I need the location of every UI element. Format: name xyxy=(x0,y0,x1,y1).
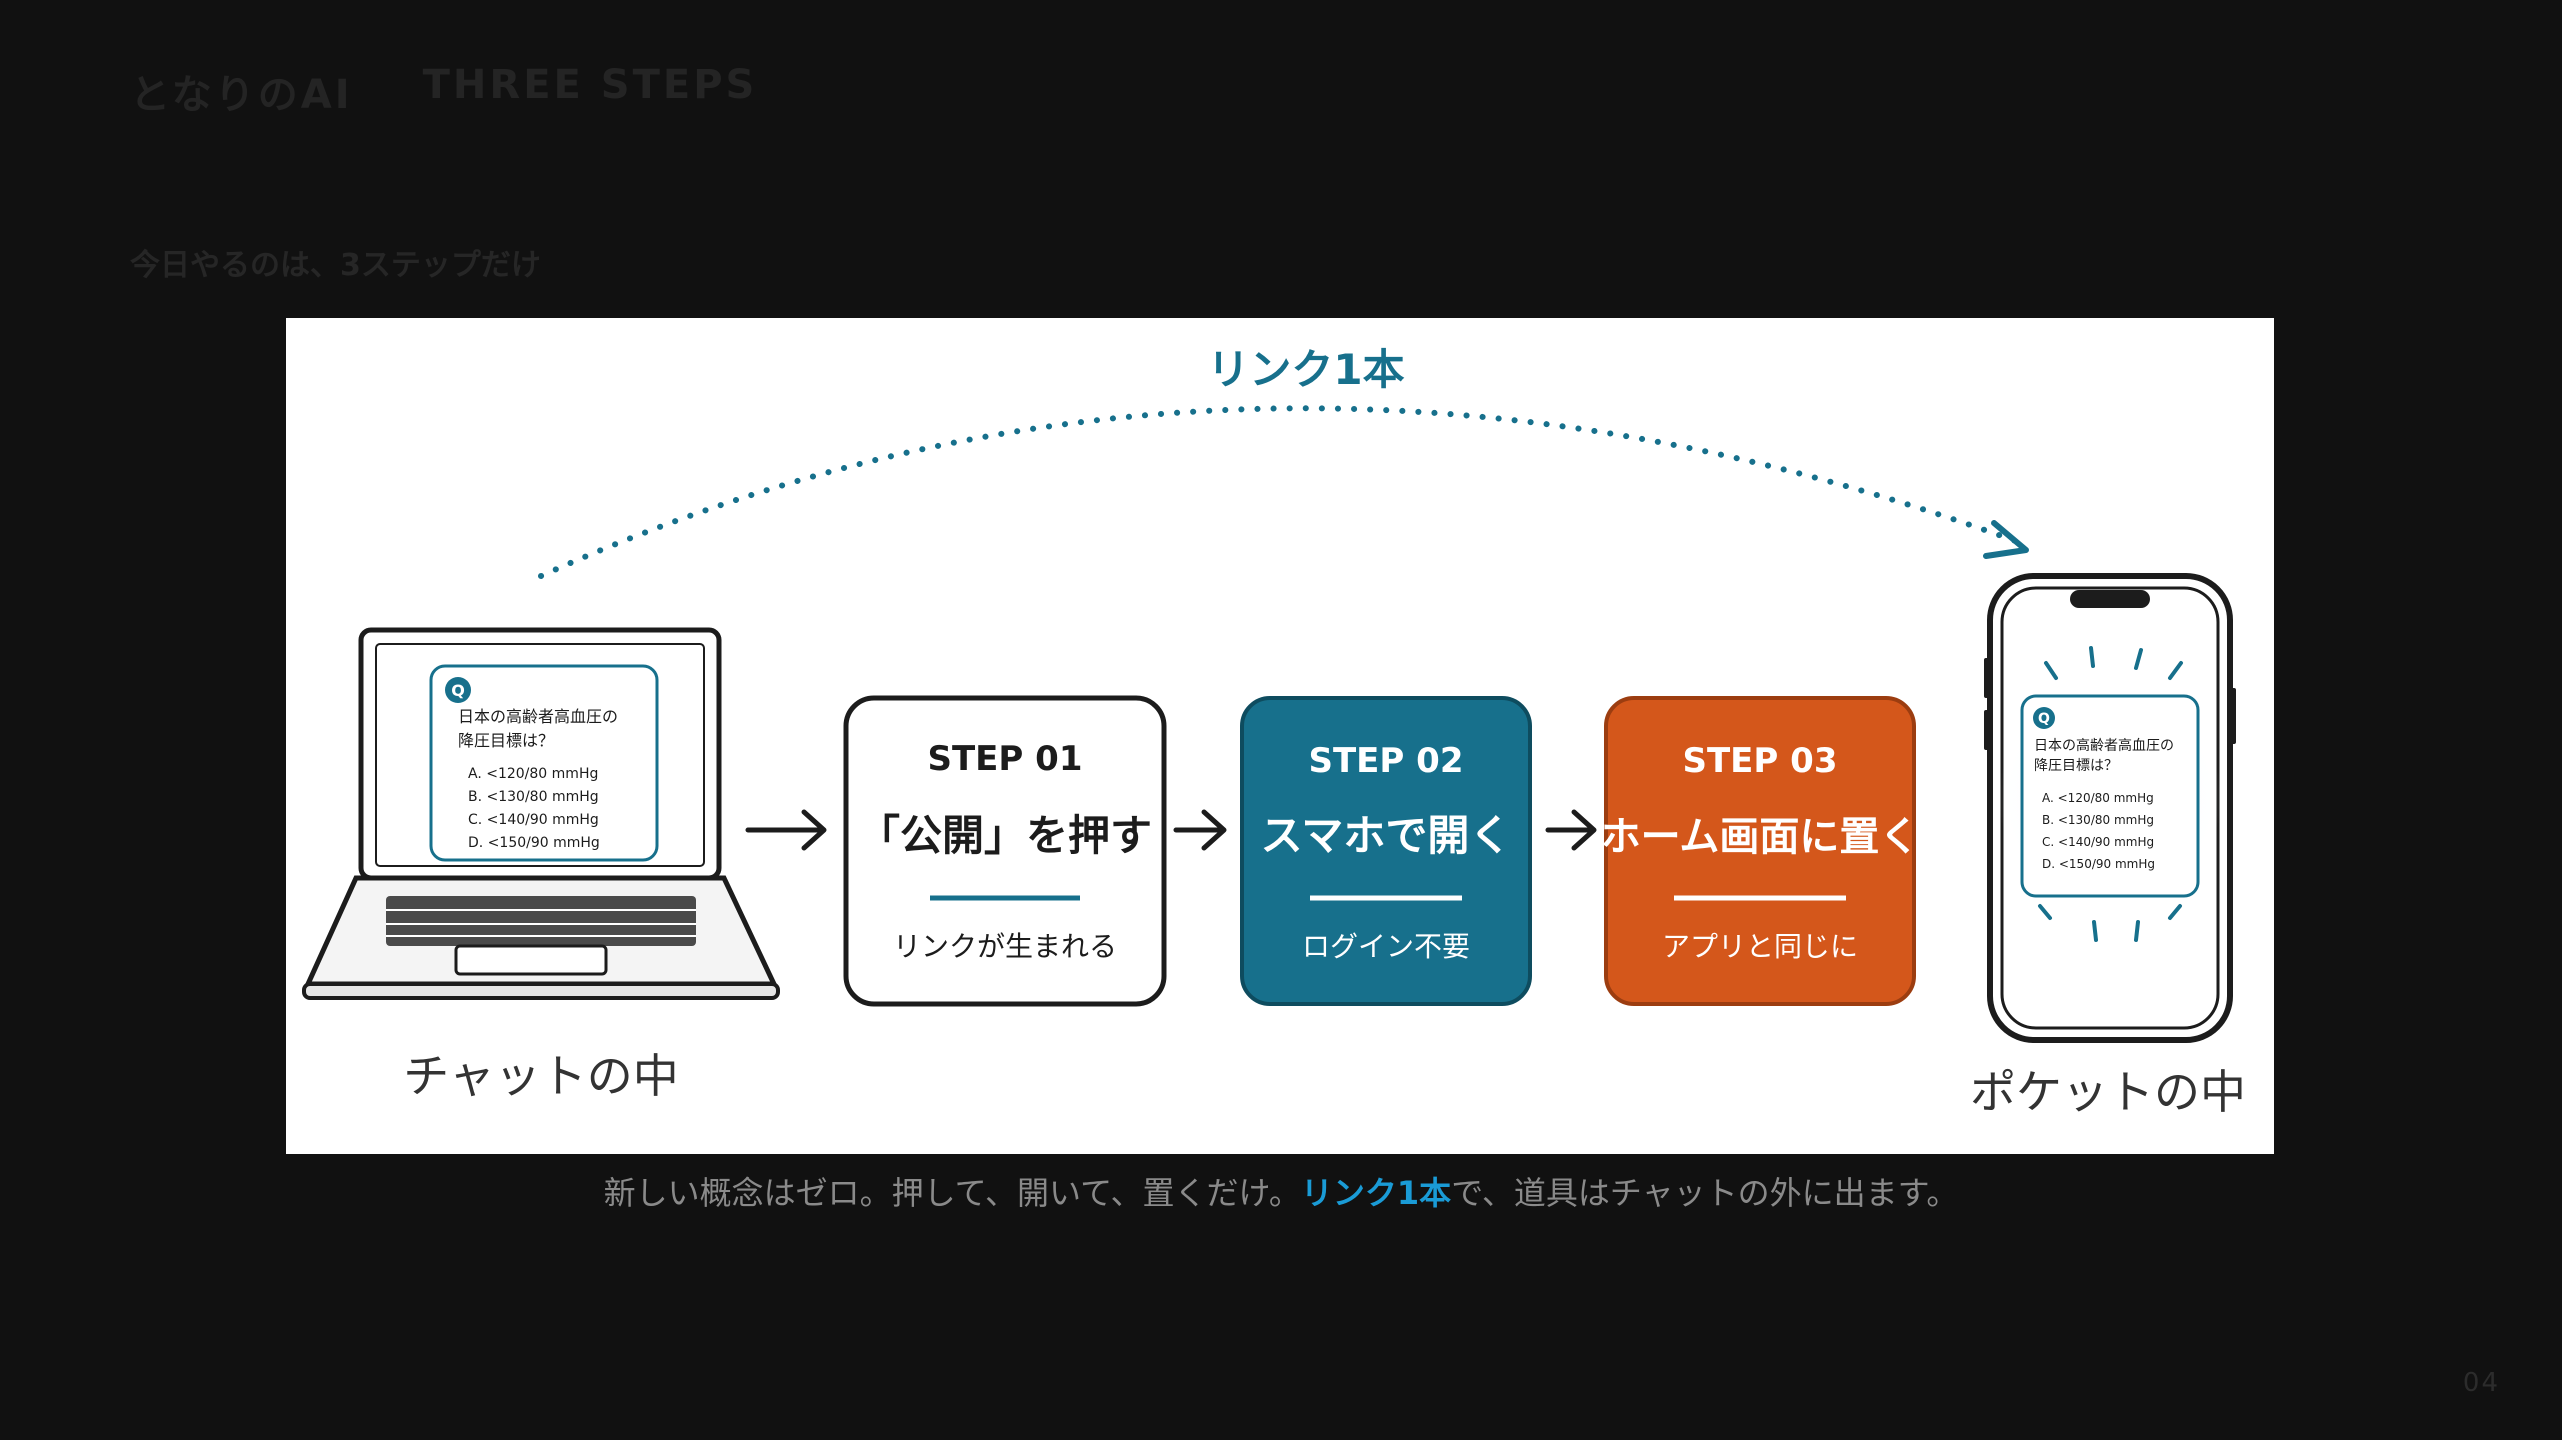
quiz-question-line2: 降圧目標は？ xyxy=(2034,758,2118,774)
slide-header: となりのAI THREE STEPS xyxy=(130,62,757,120)
step-02-card: STEP 02 スマホで開く ログイン不要 xyxy=(1240,696,1532,1006)
caption-text-end: で、道具はチャットの外に出ます。 xyxy=(1451,1174,1959,1212)
quiz-option: D. <150/90 mmHg xyxy=(468,835,600,851)
quiz-question-line1: 日本の高齢者高血圧の xyxy=(2034,737,2174,754)
step-01-note: リンクが生まれる xyxy=(893,930,1117,963)
step-02-number: STEP 02 xyxy=(1309,741,1464,781)
quiz-option: A. <120/80 mmHg xyxy=(468,766,598,782)
brand-title: となりのAI xyxy=(130,72,353,118)
step-03-note: アプリと同じに xyxy=(1662,930,1858,963)
step-02-note: ログイン不要 xyxy=(1302,930,1470,963)
page-number: 04 xyxy=(2462,1368,2500,1398)
quiz-question-line2: 降圧目標は？ xyxy=(458,731,554,750)
steps-illustration: リンク1本 Q 日本の高齢者高血圧の 降圧目標は？ A. <120/80 mmH… xyxy=(286,318,2274,1154)
phone-label: ポケットの中 xyxy=(1970,1065,2246,1119)
arc-arrowhead xyxy=(1983,520,2029,559)
step-03-title: ホーム画面に置く xyxy=(1601,814,1920,860)
arrow-right-icon xyxy=(745,809,827,851)
step-01-number: STEP 01 xyxy=(928,739,1083,779)
caption-accent: リンク1本 xyxy=(1300,1174,1452,1212)
slide-subtitle: 今日やるのは、3ステップだけ xyxy=(130,248,541,283)
step-01-title: 「公開」を押す xyxy=(858,811,1152,860)
quiz-option: C. <140/90 mmHg xyxy=(468,812,599,828)
quiz-badge: Q xyxy=(451,681,465,700)
arc-label: リンク1本 xyxy=(1207,345,1404,394)
quiz-badge: Q xyxy=(2038,711,2050,727)
quiz-option: C. <140/90 mmHg xyxy=(2042,835,2154,849)
illustration-canvas: リンク1本 Q 日本の高齢者高血圧の 降圧目標は？ A. <120/80 mmH… xyxy=(302,345,2246,1119)
step-03-number: STEP 03 xyxy=(1683,741,1838,781)
step-03-card: STEP 03 ホーム画面に置く アプリと同じに xyxy=(1601,696,1920,1006)
slide-caption: 新しい概念はゼロ。押して、開いて、置くだけ。リンク1本で、道具はチャットの外に出… xyxy=(0,1168,2562,1214)
arrow-right-icon xyxy=(1545,809,1597,851)
quiz-option: B. <130/80 mmHg xyxy=(468,789,599,805)
step-02-title: スマホで開く xyxy=(1261,811,1512,860)
caption-text: 新しい概念はゼロ。押して、開いて、置くだけ。 xyxy=(603,1174,1301,1212)
quiz-question-line1: 日本の高齢者高血圧の xyxy=(458,707,618,726)
link-arc xyxy=(538,405,2024,579)
quiz-option: A. <120/80 mmHg xyxy=(2042,791,2154,805)
phone-quiz-card: Q 日本の高齢者高血圧の 降圧目標は？ A. <120/80 mmHg B. <… xyxy=(2020,694,2200,898)
arrow-right-icon xyxy=(1173,809,1227,851)
step-01-card: STEP 01 「公開」を押す リンクが生まれる xyxy=(843,695,1167,1007)
quiz-option: B. <130/80 mmHg xyxy=(2042,813,2154,827)
laptop-quiz-card: Q 日本の高齢者高血圧の 降圧目標は？ A. <120/80 mmHg B. <… xyxy=(429,664,659,862)
laptop-label: チャットの中 xyxy=(403,1049,679,1103)
quiz-option: D. <150/90 mmHg xyxy=(2042,857,2155,871)
section-title: THREE STEPS xyxy=(422,62,758,108)
